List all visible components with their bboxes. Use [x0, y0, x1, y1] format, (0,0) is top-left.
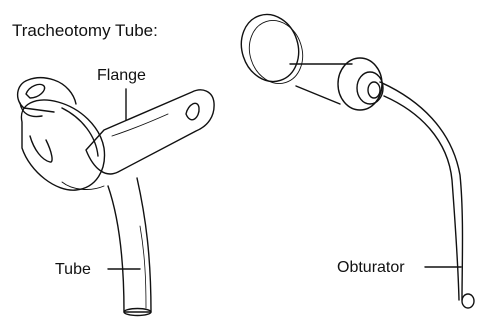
obturator-collar-hole	[368, 82, 380, 98]
tube-shaft	[108, 178, 151, 312]
flange-right-wing	[86, 90, 214, 174]
obturator-collar-inner	[357, 72, 383, 104]
flange-label: Flange	[97, 67, 146, 85]
flange-right-slot	[186, 103, 199, 119]
cannula-opening	[30, 136, 52, 162]
tracheotomy-tube-illustration	[18, 78, 214, 316]
diagram-title: Tracheotomy Tube:	[12, 22, 158, 40]
flange-crease	[112, 114, 168, 136]
obturator-tip	[462, 294, 474, 308]
obturator-label: Obturator	[337, 259, 405, 277]
flange-left-slot	[26, 84, 45, 98]
tube-shaft-shading	[140, 226, 146, 308]
obturator-shaft-bottom	[296, 86, 340, 104]
cannula-rim	[62, 108, 98, 156]
tube-label: Tube	[55, 261, 91, 279]
obturator-handle-rim	[241, 14, 310, 91]
obturator-handle-disc	[233, 7, 307, 89]
